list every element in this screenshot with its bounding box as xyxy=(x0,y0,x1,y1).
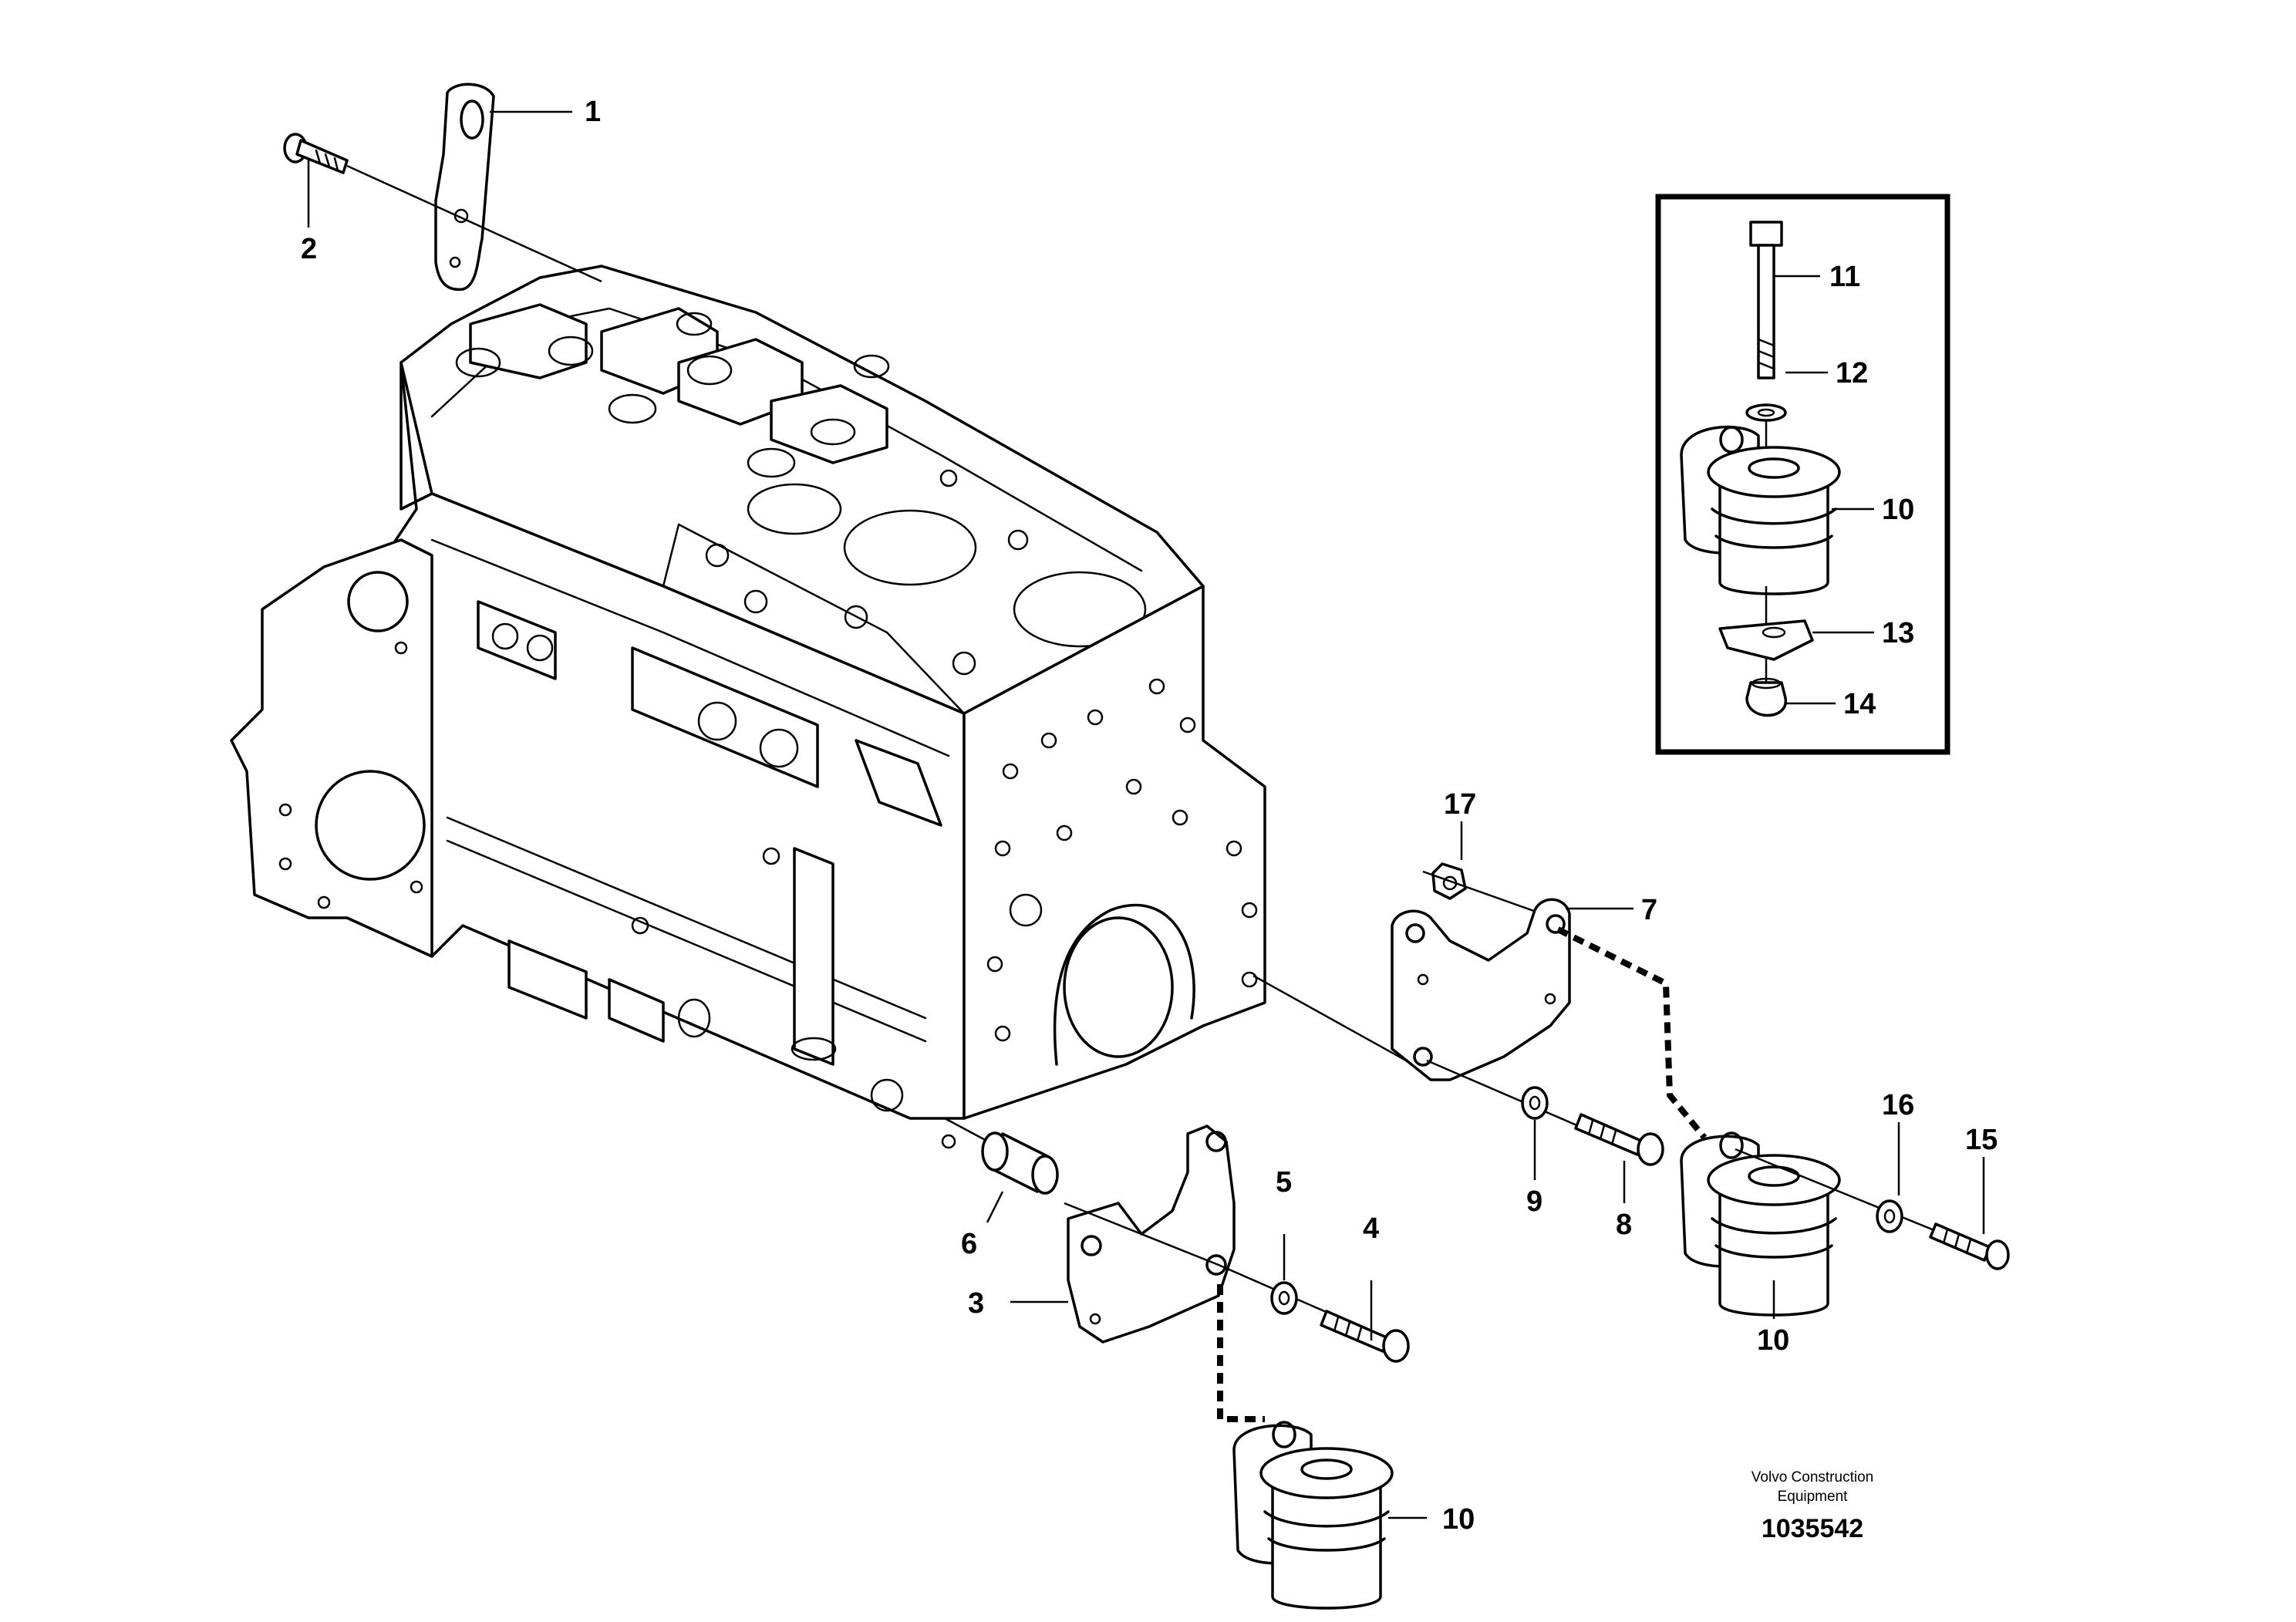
callout-12: 12 xyxy=(1836,357,1868,389)
washer-9 xyxy=(1521,1086,1549,1120)
engine-mount-lower xyxy=(1232,1421,1394,1610)
callout-5: 5 xyxy=(1276,1166,1292,1199)
callout-9: 9 xyxy=(1526,1185,1542,1218)
detail-inset-box xyxy=(1655,194,1950,755)
callout-11: 11 xyxy=(1829,261,1860,293)
engine-bracket-3 xyxy=(1067,1125,1236,1344)
callout-2: 2 xyxy=(301,233,317,265)
footer-brand-line1: Volvo Construction xyxy=(1752,1469,1873,1485)
engine-block xyxy=(230,265,1266,1149)
callout-leaders xyxy=(307,110,1985,1519)
callout-10-lower: 10 xyxy=(1442,1503,1475,1536)
washer-5 xyxy=(1270,1281,1298,1315)
callout-6: 6 xyxy=(961,1228,977,1260)
callout-1: 1 xyxy=(585,96,601,128)
spacer-6 xyxy=(981,1131,1059,1195)
axis-line-17 xyxy=(1422,870,1543,916)
callout-14: 14 xyxy=(1843,688,1876,720)
axis-line-2 xyxy=(346,164,602,283)
callout-8: 8 xyxy=(1616,1209,1632,1241)
lifting-eye-bracket xyxy=(434,83,495,291)
callout-4: 4 xyxy=(1363,1212,1379,1245)
callout-15: 15 xyxy=(1965,1124,1998,1156)
washer-16 xyxy=(1876,1199,1903,1233)
engine-bracket-7 xyxy=(1391,898,1571,1081)
washer-12 xyxy=(1745,403,1787,422)
bolt-8 xyxy=(1574,1113,1664,1166)
drawing-number: 1035542 xyxy=(1762,1514,1863,1543)
axis-line-4 xyxy=(1064,1202,1343,1320)
bolt-2 xyxy=(283,133,349,174)
bolt-4 xyxy=(1320,1310,1410,1363)
callout-7: 7 xyxy=(1641,894,1657,926)
snubber-washer-13 xyxy=(1718,619,1814,661)
dashed-link-lower xyxy=(1217,1284,1265,1422)
callout-3: 3 xyxy=(968,1287,984,1320)
engine-mount-inset xyxy=(1680,425,1841,595)
engine-mount-front xyxy=(1680,1131,1841,1317)
callout-17: 17 xyxy=(1444,788,1476,821)
callout-16: 16 xyxy=(1882,1089,1914,1121)
axis-line-7 xyxy=(1253,974,1428,1074)
dashed-link-front xyxy=(1556,926,1708,1140)
callout-13: 13 xyxy=(1882,617,1914,649)
footer-brand-line2: Equipment xyxy=(1778,1489,1849,1505)
nut-14 xyxy=(1745,677,1787,717)
callout-10-front: 10 xyxy=(1757,1324,1789,1357)
axis-line-8 xyxy=(1426,1059,1597,1135)
axis-line-15 xyxy=(1735,1148,1944,1236)
bolt-15 xyxy=(1929,1222,2010,1270)
callout-10-inset: 10 xyxy=(1882,494,1914,526)
bolt-11 xyxy=(1749,221,1783,379)
